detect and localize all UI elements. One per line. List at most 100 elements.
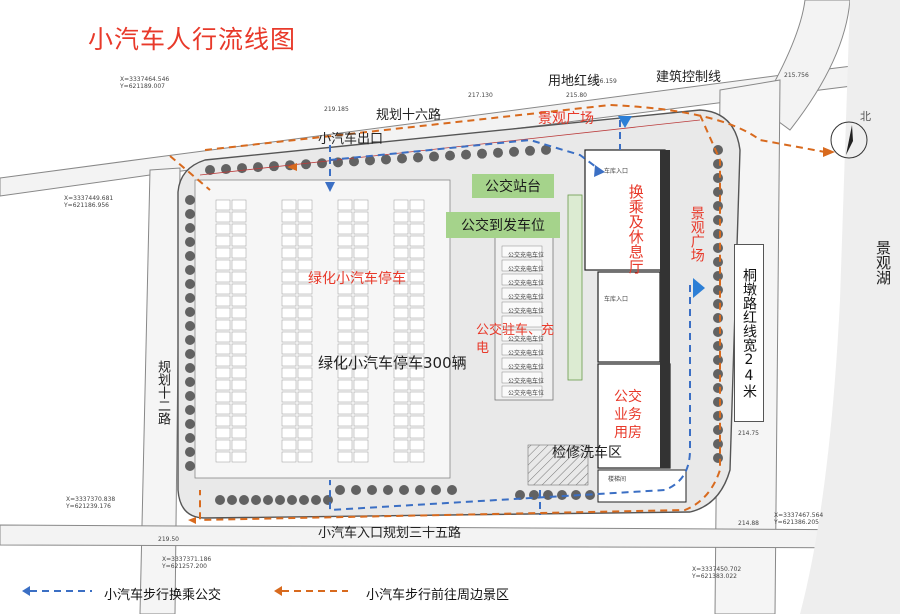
parking-stall bbox=[281, 343, 297, 355]
parking-stall bbox=[337, 331, 353, 343]
bus-bay bbox=[501, 329, 543, 342]
parking-stall bbox=[337, 415, 353, 427]
parking-stall bbox=[281, 259, 297, 271]
arrow-icon bbox=[274, 586, 282, 596]
parking-stall bbox=[409, 235, 425, 247]
bus-housing-building bbox=[597, 363, 671, 469]
north-compass-icon bbox=[830, 121, 868, 159]
parking-stall bbox=[281, 355, 297, 367]
parking-stall bbox=[215, 379, 231, 391]
lake-label: 景观湖 bbox=[874, 240, 892, 285]
parking-stall bbox=[393, 283, 409, 295]
elevation-label: 219.185 bbox=[324, 106, 349, 113]
parking-stall bbox=[281, 295, 297, 307]
walk-transfer-route bbox=[329, 120, 691, 515]
parking-stall bbox=[409, 451, 425, 463]
tree-icon bbox=[349, 156, 359, 167]
parking-stall bbox=[409, 283, 425, 295]
parking-stall bbox=[297, 259, 313, 271]
bus-bay bbox=[501, 287, 543, 300]
tree-icon bbox=[185, 307, 195, 317]
tree-icon bbox=[461, 149, 471, 160]
tree-icon bbox=[311, 495, 321, 505]
parking-stall bbox=[215, 271, 231, 283]
arrow-icon bbox=[188, 517, 196, 524]
tree-icon bbox=[399, 485, 409, 495]
parking-stall bbox=[337, 283, 353, 295]
parking-stall bbox=[215, 283, 231, 295]
parking-stall bbox=[215, 259, 231, 271]
arrow-icon bbox=[325, 182, 335, 192]
parking-stall bbox=[297, 283, 313, 295]
parking-stall bbox=[353, 451, 369, 463]
bus-hall-building bbox=[597, 271, 661, 363]
parking-stall bbox=[215, 211, 231, 223]
tree-icon bbox=[185, 223, 195, 233]
parking-stall bbox=[297, 211, 313, 223]
parking-stall bbox=[231, 367, 247, 379]
parking-stall bbox=[409, 295, 425, 307]
parking-stall bbox=[337, 403, 353, 415]
elevation-label: 215.80 bbox=[566, 92, 587, 99]
parking-stall bbox=[409, 355, 425, 367]
coordinate-label: X=3337449.681 Y=621186.956 bbox=[64, 195, 114, 209]
tree-icon bbox=[713, 271, 723, 281]
parking-stall bbox=[393, 235, 409, 247]
tree-icon bbox=[397, 153, 407, 164]
tree-icon bbox=[185, 251, 195, 261]
parking-stall bbox=[297, 415, 313, 427]
parking-stall bbox=[281, 331, 297, 343]
tree-icon bbox=[515, 490, 525, 500]
parking-stall bbox=[409, 211, 425, 223]
parking-stall bbox=[353, 391, 369, 403]
tree-icon bbox=[227, 495, 237, 505]
bus-platform-strip bbox=[567, 194, 583, 381]
tree-icon bbox=[317, 158, 327, 169]
parking-stall bbox=[215, 307, 231, 319]
parking-stall bbox=[353, 367, 369, 379]
trees bbox=[185, 144, 723, 505]
parking-stall bbox=[231, 259, 247, 271]
tree-icon bbox=[713, 369, 723, 379]
tree-icon bbox=[713, 187, 723, 197]
parking-stall bbox=[231, 247, 247, 259]
tree-icon bbox=[185, 349, 195, 359]
tree-icon bbox=[445, 150, 455, 161]
parking-stall bbox=[231, 355, 247, 367]
parking-stall bbox=[353, 271, 369, 283]
parking-stall bbox=[231, 439, 247, 451]
parking-stall bbox=[353, 283, 369, 295]
tree-icon bbox=[493, 147, 503, 158]
tree-icon bbox=[301, 159, 311, 170]
tree-icon bbox=[365, 155, 375, 166]
bus-stop-box: 公交站台 bbox=[472, 174, 554, 198]
elevation-label: 219.50 bbox=[158, 536, 179, 543]
parking-stall bbox=[215, 403, 231, 415]
parking-stall bbox=[393, 355, 409, 367]
arrow-icon bbox=[823, 147, 835, 157]
coordinate-label: X=3337467.564 Y=621386.205 bbox=[774, 512, 824, 526]
tree-icon bbox=[713, 313, 723, 323]
parking-stall bbox=[393, 379, 409, 391]
road-west bbox=[139, 167, 181, 614]
parking-stall bbox=[297, 379, 313, 391]
parking-stall bbox=[231, 451, 247, 463]
elevation-label: 216.159 bbox=[592, 78, 617, 85]
tree-icon bbox=[185, 237, 195, 247]
tree-icon bbox=[381, 154, 391, 165]
tree-icon bbox=[205, 165, 215, 175]
coordinate-label: X=3337370.838 Y=621239.176 bbox=[66, 496, 116, 510]
exit-label: 小汽车出口 bbox=[318, 132, 384, 147]
parking-stall bbox=[281, 451, 297, 463]
parking-stall bbox=[353, 295, 369, 307]
tree-icon bbox=[185, 335, 195, 345]
entrance-marker-icon bbox=[693, 278, 705, 298]
tree-icon bbox=[713, 215, 723, 225]
bus-charging-bays bbox=[501, 245, 543, 398]
parking-stall bbox=[409, 367, 425, 379]
control-line-label: 建筑控制线 bbox=[656, 70, 722, 85]
tree-icon bbox=[713, 243, 723, 253]
coordinate-label: X=3337371.186 Y=621257.200 bbox=[162, 556, 212, 570]
tree-icon bbox=[215, 495, 225, 505]
